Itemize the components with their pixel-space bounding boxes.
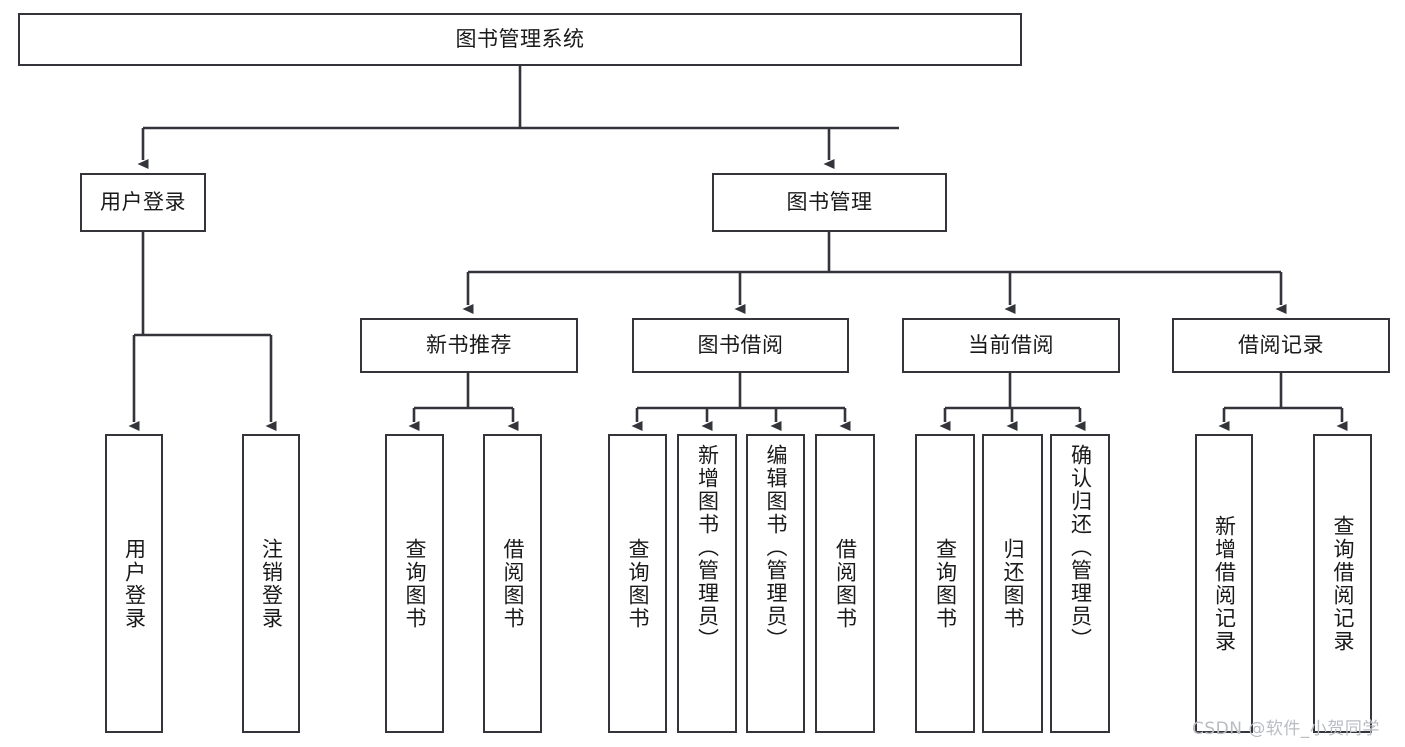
node-leaf-add-record[interactable]: 新增借阅记录 [1195,434,1253,733]
node-user-login[interactable]: 用户登录 [80,173,206,232]
node-leaf-user-login-label: 用户登录 [122,537,147,630]
node-root[interactable]: 图书管理系统 [18,13,1022,66]
node-leaf-confirm-return-label: 确认归还（管理员） [1068,444,1093,651]
node-leaf-query-book-2[interactable]: 查询图书 [608,434,667,733]
node-leaf-borrow-book-2[interactable]: 借阅图书 [815,434,875,733]
node-leaf-query-book-1[interactable]: 查询图书 [385,434,444,733]
node-leaf-query-book-2-label: 查询图书 [625,537,650,630]
node-borrow-record-label: 借阅记录 [1238,333,1324,358]
node-leaf-edit-book[interactable]: 编辑图书（管理员） [746,434,805,733]
node-book-borrow[interactable]: 图书借阅 [632,318,849,373]
node-leaf-add-record-label: 新增借阅记录 [1212,514,1237,653]
node-leaf-borrow-book-1[interactable]: 借阅图书 [483,434,542,733]
node-current-borrow[interactable]: 当前借阅 [902,318,1120,373]
node-leaf-query-book-1-label: 查询图书 [402,537,427,630]
node-user-login-label: 用户登录 [100,190,186,215]
csdn-watermark: CSDN @软件_小贺同学 [1192,719,1380,739]
node-leaf-add-book-label: 新增图书（管理员） [695,444,720,651]
node-leaf-query-book-3[interactable]: 查询图书 [915,434,975,733]
node-leaf-return-book[interactable]: 归还图书 [982,434,1043,733]
node-leaf-add-book[interactable]: 新增图书（管理员） [677,434,737,733]
node-book-borrow-label: 图书借阅 [697,333,784,358]
node-borrow-record[interactable]: 借阅记录 [1172,318,1390,373]
node-leaf-borrow-book-1-label: 借阅图书 [500,537,525,630]
node-leaf-user-logout[interactable]: 注销登录 [242,434,300,733]
node-leaf-query-record[interactable]: 查询借阅记录 [1313,434,1372,733]
node-leaf-user-logout-label: 注销登录 [259,537,284,630]
node-leaf-return-book-label: 归还图书 [1000,537,1025,630]
node-current-borrow-label: 当前借阅 [968,333,1054,358]
node-book-manage[interactable]: 图书管理 [712,173,947,232]
node-leaf-confirm-return[interactable]: 确认归还（管理员） [1050,434,1110,733]
node-new-book-recommend-label: 新书推荐 [426,333,512,358]
node-new-book-recommend[interactable]: 新书推荐 [360,318,578,373]
node-leaf-user-login[interactable]: 用户登录 [105,434,163,733]
node-leaf-query-record-label: 查询借阅记录 [1330,514,1355,653]
node-book-manage-label: 图书管理 [786,190,873,215]
node-root-label: 图书管理系统 [455,27,585,52]
node-leaf-borrow-book-2-label: 借阅图书 [833,537,858,630]
node-leaf-edit-book-label: 编辑图书（管理员） [763,444,788,651]
node-leaf-query-book-3-label: 查询图书 [933,537,958,630]
